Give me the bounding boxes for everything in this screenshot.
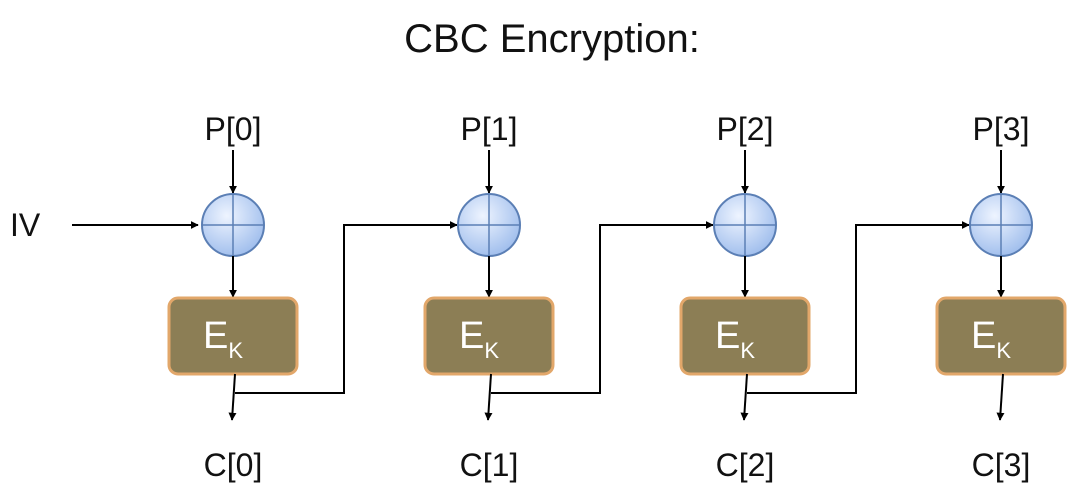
cipher-name: E (203, 315, 228, 357)
chain-arrow-2 (747, 221, 970, 394)
ciphertext-label-2: C[2] (716, 447, 775, 483)
cipher-box-2 (679, 296, 811, 376)
cipher-key-subscript: K (740, 338, 755, 363)
cipher-label-0: EK (203, 315, 243, 363)
cipher-label-3: EK (971, 315, 1011, 363)
block-chain: P[0]EKC[0]P[1]EKC[1]P[2]EKC[2]P[3]EKC[3] (167, 111, 1067, 483)
cipher-label-2: EK (715, 315, 755, 363)
ciphertext-label-1: C[1] (460, 447, 519, 483)
cipher-box-0 (167, 296, 299, 376)
plaintext-label-0: P[0] (205, 111, 262, 147)
cipher-name: E (715, 315, 740, 357)
cipher-output-arrow-0 (228, 373, 237, 421)
iv-label: IV (10, 207, 41, 243)
ciphertext-label-3: C[3] (972, 447, 1031, 483)
cipher-key-subscript: K (484, 338, 499, 363)
cipher-key-subscript: K (228, 338, 243, 363)
cipher-box-3 (935, 296, 1067, 376)
ciphertext-label-0: C[0] (204, 447, 263, 483)
plaintext-label-2: P[2] (717, 111, 774, 147)
cipher-name: E (971, 315, 996, 357)
cipher-output-arrow-2 (740, 373, 749, 421)
cipher-name: E (459, 315, 484, 357)
plaintext-label-3: P[3] (973, 111, 1030, 147)
cipher-box-1 (423, 296, 555, 376)
cipher-label-1: EK (459, 315, 499, 363)
chain-arrow-0 (235, 221, 458, 394)
diagram-title: CBC Encryption: (404, 17, 700, 61)
cipher-key-subscript: K (996, 338, 1011, 363)
plaintext-label-1: P[1] (461, 111, 518, 147)
cipher-output-arrow-3 (996, 373, 1005, 421)
cipher-output-arrow-1 (484, 373, 493, 421)
chain-arrow-1 (491, 221, 714, 394)
